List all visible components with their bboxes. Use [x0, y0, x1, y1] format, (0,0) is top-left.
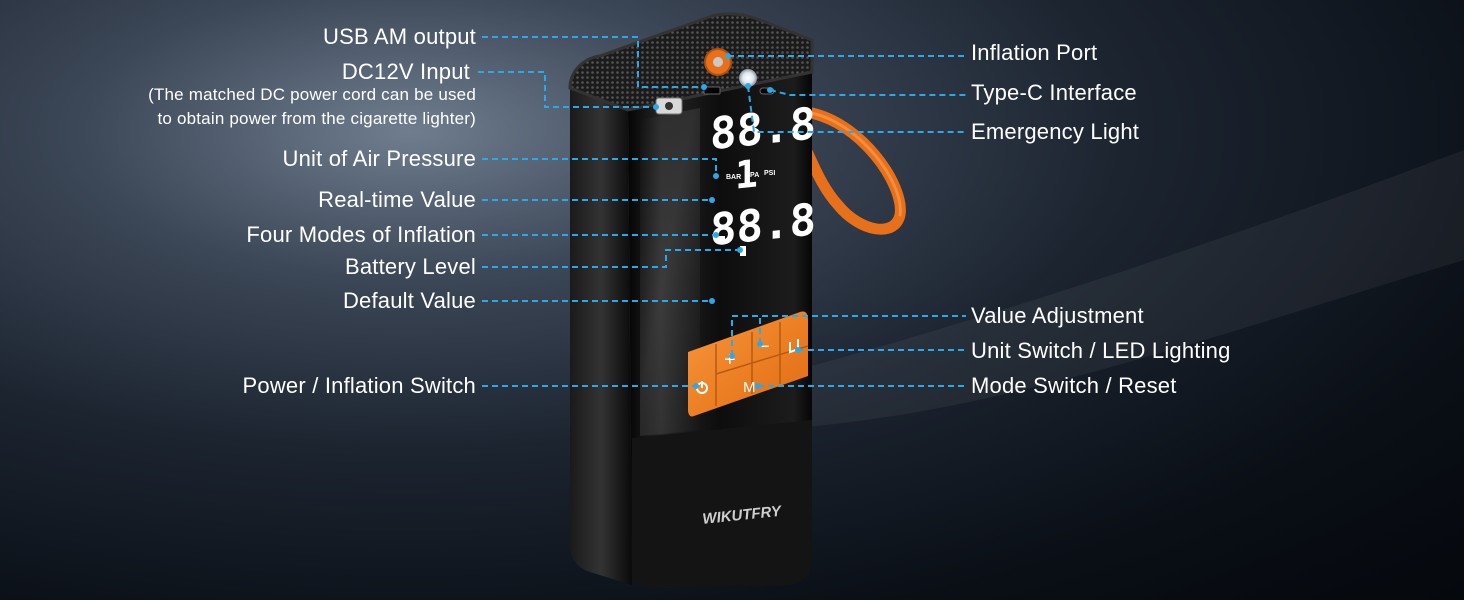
label-type-c: Type-C Interface — [971, 80, 1137, 105]
leader-value-adjustment — [731, 315, 966, 356]
leader-dc-input — [478, 71, 656, 108]
background-light-sweep — [760, 150, 1464, 430]
dot-mode-switch — [755, 383, 761, 389]
minus-button[interactable]: − — [758, 336, 770, 358]
button-panel-dividers — [715, 322, 809, 406]
dot-four-modes — [713, 232, 719, 238]
mode-digit: 1 — [735, 151, 758, 197]
leader-emergency-light — [747, 85, 966, 133]
leader-lines — [478, 36, 966, 387]
dot-usb-output — [701, 84, 707, 90]
dot-power-switch — [693, 383, 699, 389]
device-sheen — [640, 108, 700, 436]
dc-input-pin — [665, 102, 673, 110]
label-emergency-light: Emergency Light — [971, 119, 1140, 144]
label-dc-note-2: to obtain power from the cigarette light… — [157, 109, 476, 128]
label-realtime-value: Real-time Value — [318, 187, 476, 212]
label-usb-output: USB AM output — [322, 24, 476, 49]
leader-battery-level — [482, 249, 740, 268]
dot-value-minus — [757, 341, 763, 347]
device-strap-highlight — [804, 110, 902, 217]
device-side-panel — [570, 88, 632, 585]
device-top-mesh — [570, 13, 812, 111]
unit-switch-icon — [789, 339, 799, 354]
label-battery-level: Battery Level — [344, 254, 476, 279]
label-inflation-port: Inflation Port — [971, 40, 1098, 65]
battery-level-indicator — [740, 246, 746, 256]
label-default-value: Default Value — [342, 288, 476, 313]
label-value-adjustment: Value Adjustment — [971, 303, 1144, 328]
device-top-rim — [568, 12, 814, 112]
dot-unit-switch — [795, 347, 801, 353]
label-four-modes: Four Modes of Inflation — [246, 222, 476, 247]
realtime-value-digits: 88.8 — [710, 98, 816, 160]
leader-type-c — [769, 89, 966, 96]
unit-switch-button[interactable] — [789, 339, 799, 354]
dot-battery-level — [737, 247, 743, 253]
dot-inflation-port — [725, 53, 731, 59]
label-dc-input: DC12V Input — [341, 59, 470, 84]
dot-type-c — [767, 87, 773, 93]
dot-dc-input — [653, 104, 659, 110]
default-value-digits: 88.8 — [710, 194, 816, 256]
dot-unit-air-pressure — [713, 173, 719, 179]
leader-unit-air-pressure — [482, 158, 717, 176]
usb-port — [703, 86, 721, 95]
leader-dots — [653, 53, 801, 389]
lcd-display: BAR KPA PSI 88.8 1 88.8 — [710, 98, 816, 256]
inflation-port-hole — [713, 57, 723, 67]
label-unit-air-pressure: Unit of Air Pressure — [282, 146, 476, 171]
unit-bar-label: BAR — [726, 174, 741, 181]
label-dc-note-1: (The matched DC power cord can be used — [148, 85, 476, 104]
label-unit-switch: Unit Switch / LED Lighting — [971, 338, 1231, 363]
plus-button[interactable]: + — [724, 349, 736, 371]
dot-emergency-light — [745, 83, 751, 89]
label-mode-switch: Mode Switch / Reset — [971, 373, 1177, 398]
mode-indicator — [716, 236, 725, 241]
emergency-light-lens — [739, 69, 757, 87]
dot-value-plus — [729, 353, 735, 359]
mode-button[interactable]: M — [743, 379, 756, 396]
dot-default-value — [709, 298, 715, 304]
unit-kpa-label: KPA — [745, 172, 759, 179]
unit-psi-label: PSI — [764, 170, 775, 177]
dot-realtime-value — [709, 197, 715, 203]
device-lower-section — [632, 420, 812, 588]
leader-usb-output — [482, 36, 704, 88]
label-power-switch: Power / Inflation Switch — [242, 373, 476, 398]
